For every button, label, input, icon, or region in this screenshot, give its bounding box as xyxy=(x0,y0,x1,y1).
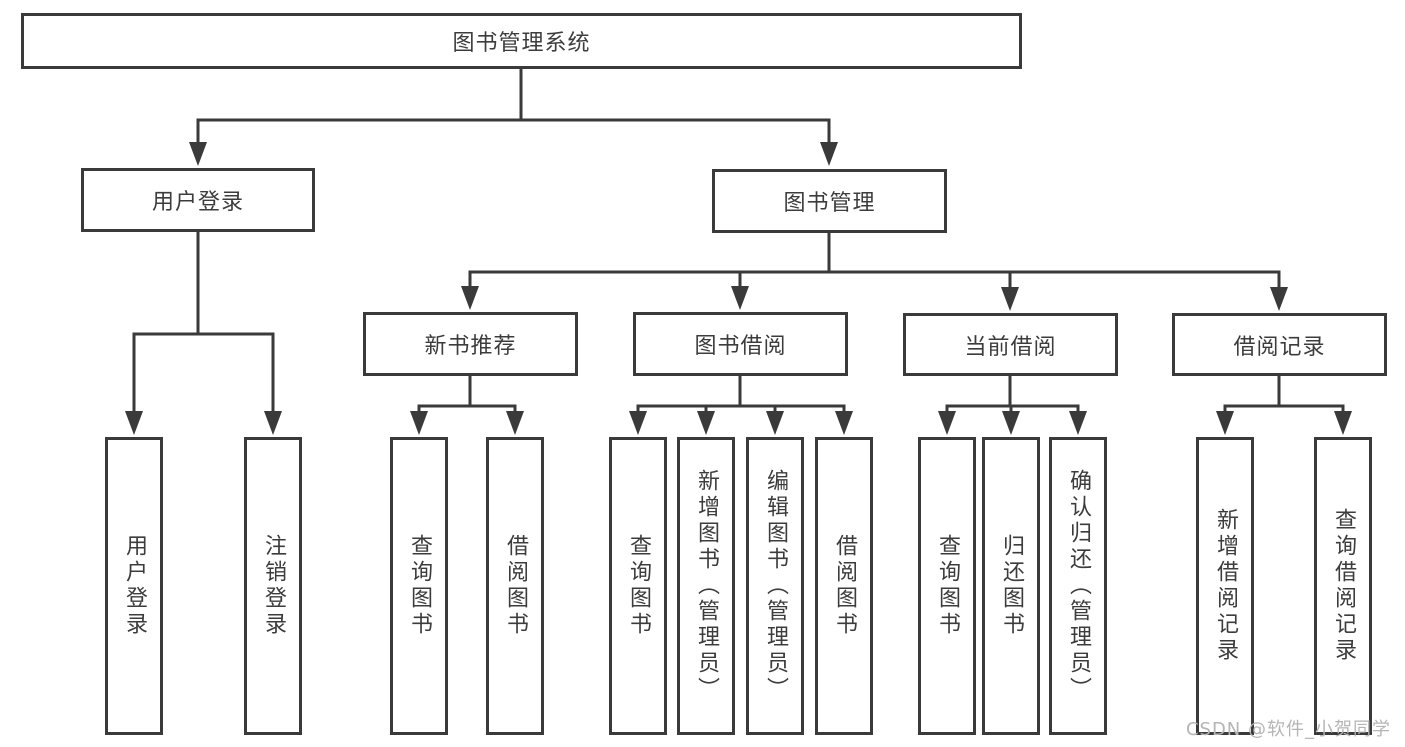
leaf-logout: 注销登录 xyxy=(244,437,302,735)
arrow-down-icon xyxy=(189,142,207,166)
leaf-query-books-borrow-label: 查询图书 xyxy=(626,534,651,638)
arrow-down-icon xyxy=(1216,411,1234,435)
node-new-book-recommend: 新书推荐 xyxy=(363,312,578,376)
node-borrow-records-label: 借阅记录 xyxy=(1233,334,1326,360)
arrow-down-icon xyxy=(506,411,524,435)
arrow-down-icon xyxy=(697,411,715,435)
connector-book-borrow xyxy=(636,374,846,414)
node-book-borrow: 图书借阅 xyxy=(633,312,848,376)
leaf-user-login: 用户登录 xyxy=(105,437,163,735)
node-new-book-recommend-label: 新书推荐 xyxy=(424,334,517,359)
node-book-management-label: 图书管理 xyxy=(783,191,876,216)
connector-borrow-records xyxy=(1223,374,1345,414)
arrow-down-icon xyxy=(1069,411,1087,435)
connector-current-borrow xyxy=(945,374,1080,414)
arrow-down-icon xyxy=(1270,287,1288,311)
node-book-management: 图书管理 xyxy=(712,169,947,233)
arrow-down-icon xyxy=(938,411,956,435)
connector-new-book xyxy=(417,374,517,414)
arrow-down-icon xyxy=(1001,287,1019,311)
leaf-borrow-books-recommend-label: 借阅图书 xyxy=(503,534,528,638)
arrow-down-icon xyxy=(1002,411,1020,435)
node-book-borrow-label: 图书借阅 xyxy=(694,334,787,359)
node-borrow-records: 借阅记录 xyxy=(1172,313,1387,376)
leaf-query-books-borrow: 查询图书 xyxy=(609,437,667,735)
arrow-down-icon xyxy=(461,286,479,310)
connector-user-login xyxy=(132,230,275,414)
leaf-add-book-admin-label: 新增图书（管理员） xyxy=(694,469,719,703)
leaf-confirm-return-admin-label: 确认归还（管理员） xyxy=(1066,469,1091,703)
leaf-add-book-admin: 新增图书（管理员） xyxy=(677,437,735,735)
node-user-login: 用户登录 xyxy=(81,168,315,232)
leaf-add-borrow-record: 新增借阅记录 xyxy=(1196,437,1254,735)
leaf-confirm-return-admin: 确认归还（管理员） xyxy=(1049,437,1107,735)
arrow-down-icon xyxy=(731,286,749,310)
arrow-down-icon xyxy=(820,142,838,166)
arrow-down-icon xyxy=(125,411,143,435)
connector-root xyxy=(196,67,831,146)
leaf-return-book: 归还图书 xyxy=(982,437,1040,735)
arrow-down-icon xyxy=(835,411,853,435)
leaf-query-books-current-label: 查询图书 xyxy=(935,534,960,638)
node-current-borrow: 当前借阅 xyxy=(903,313,1118,376)
arrow-down-icon xyxy=(766,411,784,435)
leaf-edit-book-admin-label: 编辑图书（管理员） xyxy=(763,469,788,703)
node-root: 图书管理系统 xyxy=(21,13,1022,69)
leaf-query-borrow-record: 查询借阅记录 xyxy=(1314,437,1372,735)
node-current-borrow-label: 当前借阅 xyxy=(964,334,1057,360)
arrow-down-icon xyxy=(410,411,428,435)
leaf-user-login-label: 用户登录 xyxy=(122,534,147,638)
arrow-down-icon xyxy=(1334,411,1352,435)
leaf-borrow-books-borrow-label: 借阅图书 xyxy=(832,534,857,638)
leaf-add-borrow-record-label: 新增借阅记录 xyxy=(1213,508,1238,664)
leaf-edit-book-admin: 编辑图书（管理员） xyxy=(746,437,804,735)
node-root-label: 图书管理系统 xyxy=(452,31,591,56)
leaf-borrow-books-recommend: 借阅图书 xyxy=(486,437,544,735)
leaf-query-books-recommend: 查询图书 xyxy=(390,437,448,735)
leaf-logout-label: 注销登录 xyxy=(261,534,286,638)
leaf-return-book-label: 归还图书 xyxy=(999,534,1024,638)
node-user-login-label: 用户登录 xyxy=(151,190,244,215)
connector-book-mgmt xyxy=(468,231,1281,290)
watermark: CSDN @软件_小贺同学 xyxy=(1185,719,1391,740)
leaf-query-books-recommend-label: 查询图书 xyxy=(407,534,432,638)
leaf-query-books-current: 查询图书 xyxy=(918,437,976,735)
arrow-down-icon xyxy=(629,411,647,435)
leaf-borrow-books-borrow: 借阅图书 xyxy=(815,437,873,735)
arrow-down-icon xyxy=(264,411,282,435)
leaf-query-borrow-record-label: 查询借阅记录 xyxy=(1331,508,1356,664)
